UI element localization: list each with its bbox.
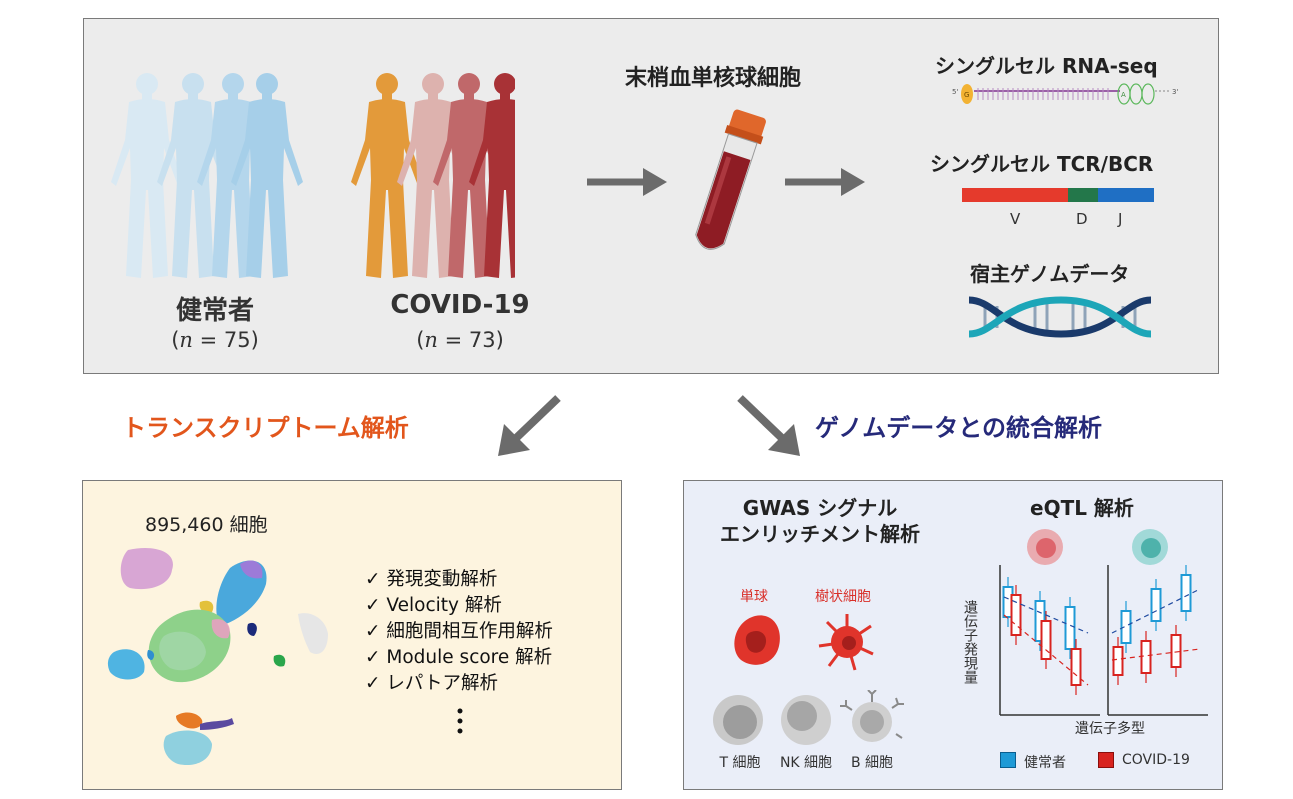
healthy-n: (n = 75) — [171, 328, 259, 352]
x-axis-label: 遺伝子多型 — [1075, 721, 1145, 737]
transcriptome-heading: トランスクリプトーム解析 — [122, 414, 409, 442]
cell-count: 895,460 細胞 — [145, 514, 268, 536]
v-label: V — [1010, 210, 1021, 228]
monocyte-icon — [734, 615, 780, 665]
nk-cell-icon — [781, 695, 831, 745]
left-covid-box-3 — [1070, 639, 1082, 695]
genome-integration-heading: ゲノムデータとの統合解析 — [815, 414, 1103, 442]
arrow-down-right — [737, 395, 800, 456]
left-covid-box-2 — [1040, 611, 1052, 669]
arrow-to-tube — [587, 168, 667, 196]
eqtl-plot — [999, 529, 1208, 716]
arrow-to-assays — [785, 168, 865, 196]
right-covid-box-2 — [1140, 631, 1152, 683]
analysis-item-2: ✓ Velocity 解析 — [365, 595, 502, 616]
analysis-item-1: ✓ 発現変動解析 — [365, 569, 498, 590]
legend-covid-label: COVID-19 — [1122, 752, 1190, 768]
covid-monocyte-icon — [1132, 529, 1168, 565]
dendritic-cell-label: 樹状細胞 — [815, 589, 871, 605]
t-cell-label: T 細胞 — [719, 755, 761, 771]
cap-label: G — [964, 91, 969, 99]
arrow-down-left — [498, 395, 561, 456]
umap-plot — [107, 548, 328, 766]
highlighted-cells-icons — [734, 614, 874, 671]
cohort-silhouettes — [111, 73, 515, 278]
healthy-monocyte-icon — [1027, 529, 1063, 565]
polya-label: A — [1121, 91, 1126, 99]
dendritic-cell-icon — [818, 614, 874, 671]
right-healthy-box-3 — [1180, 565, 1192, 621]
dna-helix-icon — [968, 296, 1152, 338]
right-healthy-box-1 — [1120, 601, 1132, 653]
assay-genome-title: 宿主ゲノムデータ — [970, 262, 1130, 286]
more-ellipsis-icon — [457, 708, 463, 734]
left-covid-box-1 — [1010, 585, 1022, 645]
legend-healthy-swatch — [1000, 752, 1016, 768]
mrna-icon: 5' G A 3' — [952, 83, 1178, 105]
assay-tcrbcr-title: シングルセル TCR/BCR — [930, 152, 1154, 176]
v-segment — [962, 188, 1068, 202]
three-prime-label: 3' — [1172, 88, 1178, 96]
gwas-title-line1: GWAS シグナル — [742, 496, 898, 520]
legend-covid-swatch — [1098, 752, 1114, 768]
y-axis-label: 遺伝子発現量 — [962, 600, 978, 684]
j-label: J — [1117, 210, 1122, 228]
five-prime-label: 5' — [952, 88, 958, 96]
sample-title: 末梢血単核球細胞 — [625, 66, 802, 91]
t-cell-icon — [713, 695, 763, 745]
d-segment — [1068, 188, 1098, 202]
covid-n: (n = 73) — [416, 328, 504, 352]
healthy-silhouettes — [111, 73, 303, 278]
right-covid-box-3 — [1170, 625, 1182, 677]
b-cell-label: B 細胞 — [850, 755, 894, 771]
eqtl-title: eQTL 解析 — [1030, 496, 1134, 520]
other-cells-icons — [713, 690, 904, 745]
analysis-item-4: ✓ Module score 解析 — [365, 647, 553, 668]
monocyte-label: 単球 — [740, 589, 768, 605]
covid-label: COVID-19 — [390, 290, 530, 320]
assay-rnaseq-title: シングルセル RNA-seq — [935, 54, 1158, 78]
analysis-item-3: ✓ 細胞間相互作用解析 — [365, 621, 553, 642]
vdj-segments: V D J — [962, 188, 1154, 228]
gwas-title-line2: エンリッチメント解析 — [720, 522, 920, 546]
left-healthy-box-3 — [1064, 597, 1076, 659]
j-segment — [1098, 188, 1154, 202]
legend-healthy-label: 健常者 — [1024, 755, 1066, 771]
covid-silhouettes — [351, 73, 515, 278]
analysis-item-5: ✓ レパトア解析 — [365, 673, 498, 694]
right-covid-box-1 — [1112, 637, 1124, 685]
nk-cell-label: NK 細胞 — [779, 755, 833, 771]
right-healthy-box-2 — [1150, 579, 1162, 631]
b-cell-icon — [840, 690, 904, 742]
d-label: D — [1076, 210, 1088, 228]
healthy-label: 健常者 — [175, 296, 254, 326]
blood-tube-icon — [695, 109, 766, 250]
